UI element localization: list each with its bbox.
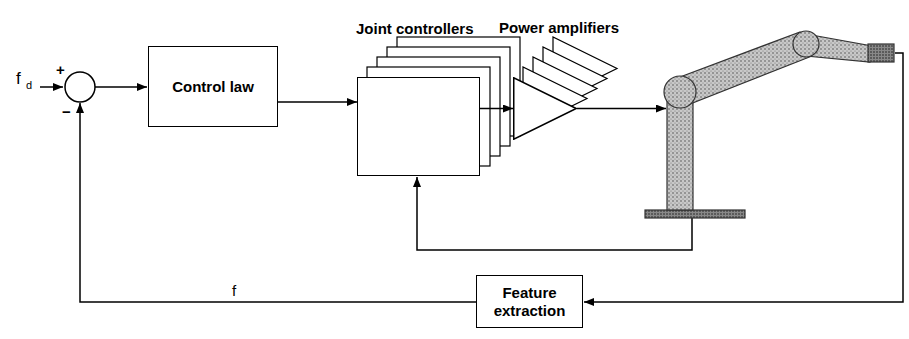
sign-plus: + <box>56 62 65 77</box>
signal-name: f <box>232 283 236 298</box>
signal-arrow <box>278 101 357 103</box>
control-law-box: Control law <box>148 46 278 127</box>
summing-junction <box>65 72 95 102</box>
sign-minus: − <box>62 104 71 119</box>
node-label: Feature extraction <box>484 284 575 320</box>
power-amplifier: Power amplifiers <box>513 77 577 140</box>
feature-extraction-box: Feature extraction <box>476 275 583 328</box>
signal-name: f <box>16 70 21 87</box>
node-heading: Power amplifiers <box>499 19 619 37</box>
signal-arrow <box>480 108 513 110</box>
node-heading: Joint controllers <box>356 20 474 38</box>
joint-controller-box: Joint controllers <box>357 77 480 176</box>
amplifier-triangle <box>513 77 577 140</box>
node-label: Control law <box>172 78 254 96</box>
signal-subscript: d <box>26 80 32 91</box>
robot-arm <box>645 31 894 218</box>
